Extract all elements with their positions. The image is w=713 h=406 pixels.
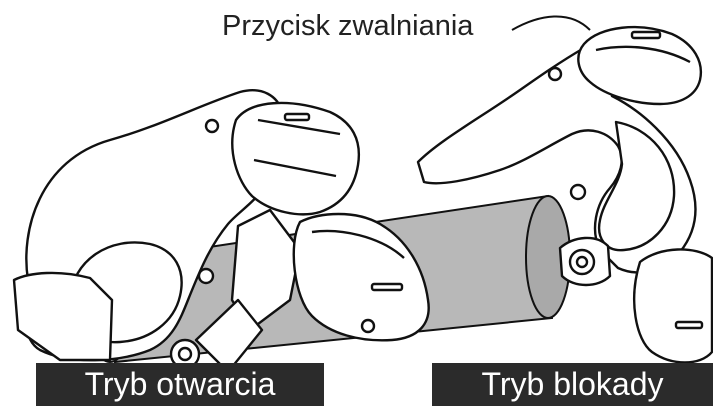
clamp-open [14, 90, 429, 372]
locked-mode-text: Tryb blokady [482, 363, 664, 406]
open-mode-label: Tryb otwarcia [36, 363, 324, 406]
locked-mode-label: Tryb blokady [432, 363, 713, 406]
callout-leader [512, 16, 590, 30]
open-mode-text: Tryb otwarcia [85, 363, 276, 406]
release-button-callout: Przycisk zwalniania [222, 4, 473, 48]
